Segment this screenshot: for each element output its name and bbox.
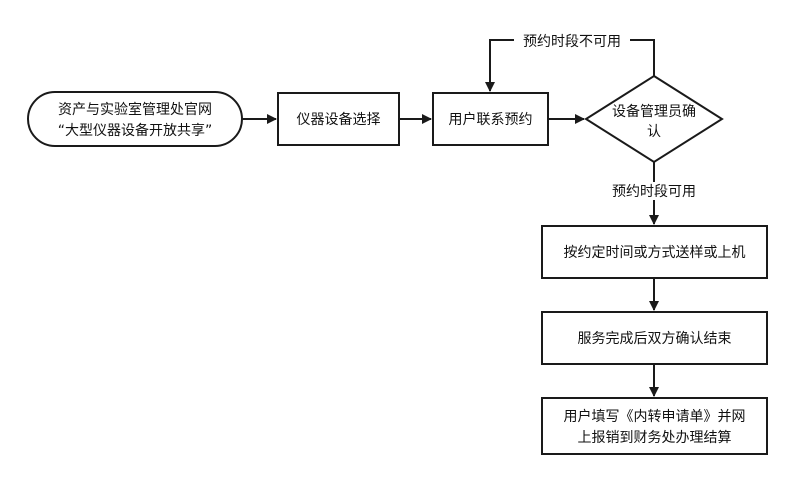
node-fill-request-line2: 上报销到财务处办理结算 <box>578 430 732 446</box>
node-deliver-sample: 按约定时间或方式送样或上机 <box>541 225 768 279</box>
node-admin-confirm: 设备管理员确 认 <box>584 74 724 164</box>
edge-available-label: 预约时段可用 <box>612 184 696 200</box>
node-portal-line2: “大型仪器设备开放共享” <box>58 122 213 139</box>
node-fill-request: 用户填写《内转申请单》并网 上报销到财务处办理结算 <box>541 397 768 455</box>
node-deliver-sample-label: 按约定时间或方式送样或上机 <box>564 245 746 261</box>
node-service-done: 服务完成后双方确认结束 <box>541 311 768 365</box>
node-portal: 资产与实验室管理处官网 “大型仪器设备开放共享” <box>27 91 243 147</box>
node-service-done-label: 服务完成后双方确认结束 <box>578 331 732 347</box>
edge-unavailable-label-bg <box>514 32 630 50</box>
node-select-instrument: 仪器设备选择 <box>277 92 400 146</box>
edge-unavailable-label: 预约时段不可用 <box>523 34 621 50</box>
node-contact-booking: 用户联系预约 <box>432 92 549 146</box>
node-admin-confirm-line1: 设备管理员确 <box>612 103 696 120</box>
node-fill-request-line1: 用户填写《内转申请单》并网 <box>564 408 746 425</box>
node-portal-line1: 资产与实验室管理处官网 <box>58 101 212 118</box>
edge-available-label-bg <box>600 182 708 200</box>
node-admin-confirm-line2: 认 <box>647 124 661 140</box>
node-select-instrument-label: 仪器设备选择 <box>297 111 381 128</box>
node-contact-booking-label: 用户联系预约 <box>449 111 533 128</box>
